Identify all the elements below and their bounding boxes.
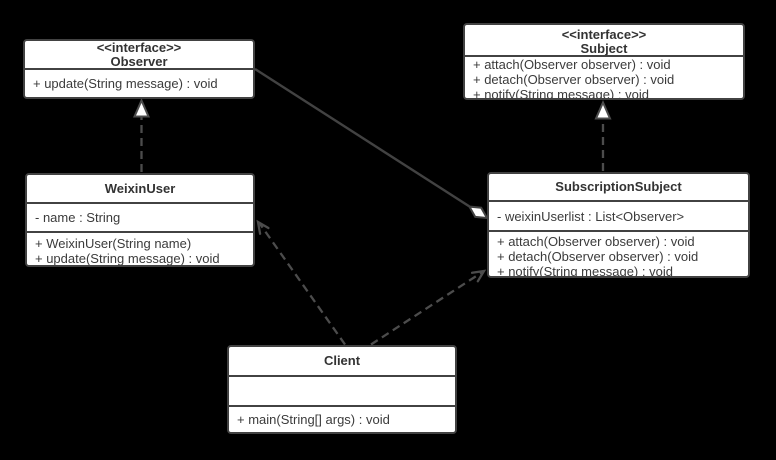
class-header-client: Client xyxy=(229,347,455,375)
methods-section-observer: + update(String message) : void xyxy=(25,68,253,97)
methods-section-weixinuser: + WeixinUser(String name) + update(Strin… xyxy=(27,231,253,265)
class-name-observer: Observer xyxy=(110,53,168,68)
method-label: + update(String message) : void xyxy=(33,76,218,91)
class-box-observer: <<interface>> Observer + update(String m… xyxy=(23,39,255,99)
stereotype-label: <<interface>> xyxy=(96,41,182,55)
realization-weixinuser-observer xyxy=(132,98,151,172)
class-box-subscriptionsubject: SubscriptionSubject - weixinUserlist : L… xyxy=(487,172,750,278)
method-label: + detach(Observer observer) : void xyxy=(473,72,675,87)
attributes-section-subscriptionsubject: - weixinUserlist : List<Observer> xyxy=(489,200,748,230)
dependency-client-subscriptionsubject xyxy=(370,269,487,346)
aggregation-subscriptionsubject-observer xyxy=(254,67,489,220)
dependency-client-weixinuser xyxy=(256,219,346,346)
class-name-client: Client xyxy=(323,353,361,369)
methods-section-client: + main(String[] args) : void xyxy=(229,405,455,432)
method-label: + notify(String message) : void xyxy=(473,87,649,98)
class-header-observer: <<interface>> Observer xyxy=(25,41,253,68)
attribute-label: - name : String xyxy=(35,210,121,225)
class-name-subscriptionsubject: SubscriptionSubject xyxy=(555,179,682,195)
method-label: + main(String[] args) : void xyxy=(237,412,390,427)
attributes-section-client xyxy=(229,375,455,405)
attribute-label: - weixinUserlist : List<Observer> xyxy=(497,208,685,224)
method-label: + notify(String message) : void xyxy=(497,264,673,276)
class-box-client: Client + main(String[] args) : void xyxy=(227,345,457,434)
class-name-subject: Subject xyxy=(580,40,628,55)
method-label: + attach(Observer observer) : void xyxy=(497,234,695,249)
class-box-subject: <<interface>> Subject + attach(Observer … xyxy=(463,23,745,100)
class-header-subject: <<interface>> Subject xyxy=(465,25,743,55)
method-label: + detach(Observer observer) : void xyxy=(497,249,699,264)
method-label: + update(String message) : void xyxy=(35,251,220,265)
methods-section-subscriptionsubject: + attach(Observer observer) : void + det… xyxy=(489,230,748,276)
realization-subscriptionsubject-subject xyxy=(594,100,612,171)
class-header-subscriptionsubject: SubscriptionSubject xyxy=(489,174,748,200)
method-label: + WeixinUser(String name) xyxy=(35,236,192,251)
class-box-weixinuser: WeixinUser - name : String + WeixinUser(… xyxy=(25,173,255,267)
method-label: + attach(Observer observer) : void xyxy=(473,57,671,72)
class-header-weixinuser: WeixinUser xyxy=(27,175,253,202)
attributes-section-weixinuser: - name : String xyxy=(27,202,253,231)
class-name-weixinuser: WeixinUser xyxy=(104,180,176,196)
stereotype-label: <<interface>> xyxy=(561,27,647,42)
methods-section-subject: + attach(Observer observer) : void + det… xyxy=(465,55,743,98)
